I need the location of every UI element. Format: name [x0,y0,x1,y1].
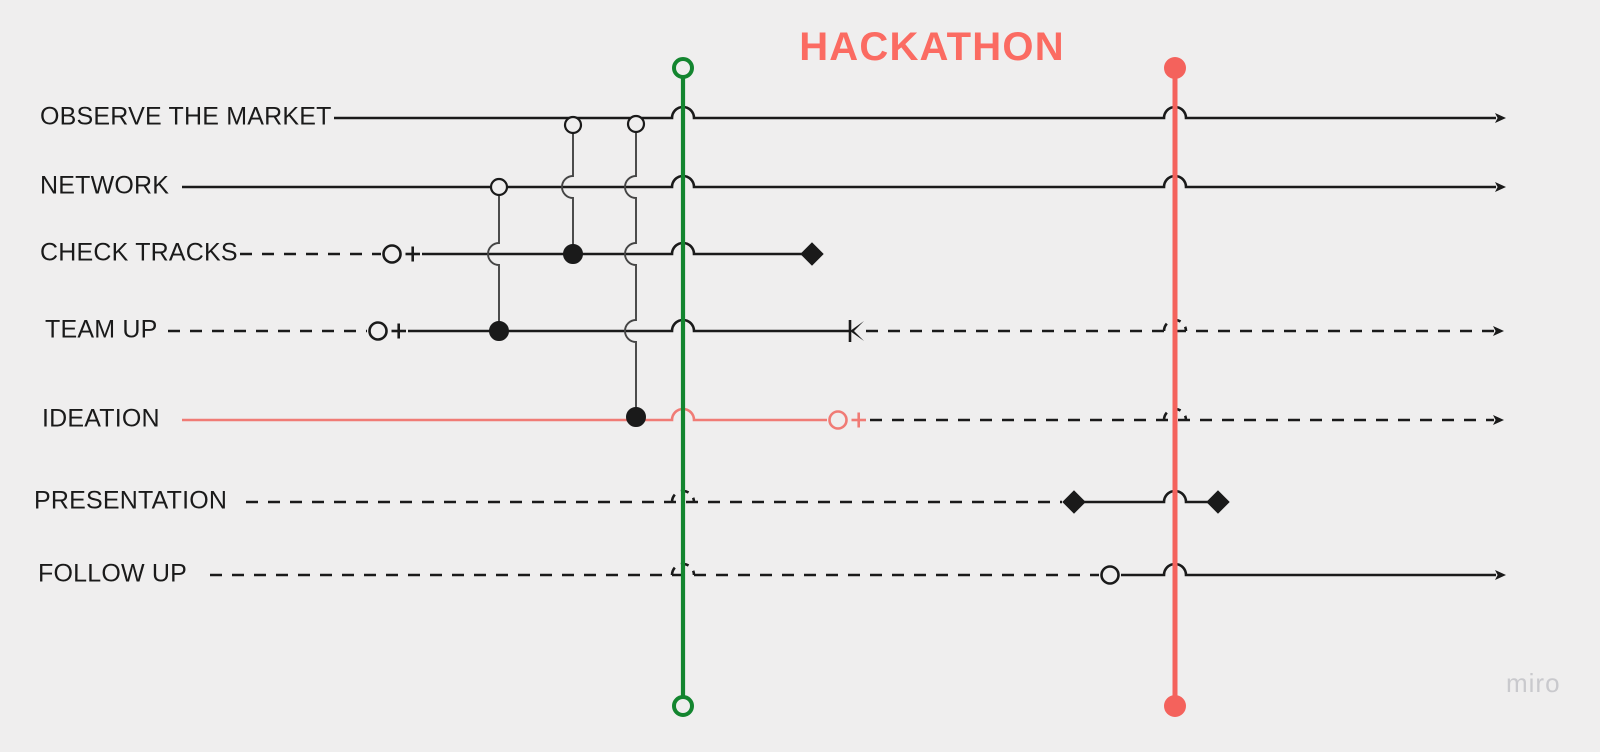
milestone-hackathon-end[interactable] [1164,57,1186,717]
connector [624,114,646,427]
timeline-row: CHECK TRACKS [40,239,824,267]
miro-watermark: miro [1506,668,1561,698]
timeline-row: NETWORK [40,172,1506,200]
milestone-top-hollow-circle[interactable] [672,57,694,79]
milestone-hackathon-start[interactable] [672,57,694,717]
connectors-layer [487,114,646,427]
connector-end-filled-circle [563,244,583,264]
connector-start-hollow-circle [626,114,646,134]
connector [487,177,509,341]
milestone-bottom-hollow-circle[interactable] [672,695,694,717]
row-line-solid [334,105,1506,123]
row-label-presentation: PRESENTATION [34,487,227,515]
connector [561,115,583,264]
timeline-row: PRESENTATION [34,487,1230,515]
start-marker-ideation-circle [828,410,848,430]
row-label-check-tracks: CHECK TRACKS [40,239,238,267]
milestone-bottom-filled-circle[interactable] [1164,695,1186,717]
connector-end-filled-circle [489,321,509,341]
row-label-team-up: TEAM UP [45,316,158,344]
row-label-follow-up: FOLLOW UP [38,560,187,588]
connector-line [487,187,500,331]
timeline-row: OBSERVE THE MARKET [40,103,1506,131]
timeline-row: IDEATION [42,405,1504,433]
rows-layer: OBSERVE THE MARKET NETWORK CHECK TRACKS TEA… [34,103,1506,588]
start-marker-team-up-circle [368,321,388,341]
connector-line [561,125,574,254]
connector-start-hollow-circle [563,115,583,135]
row-label-ideation: IDEATION [42,405,160,433]
connector-start-hollow-circle [489,177,509,197]
diagram-title: HACKATHON [799,25,1065,69]
start-marker-circle [1100,565,1120,585]
milestone-diamond-left [1062,490,1086,514]
row-line-solid [182,174,1506,192]
row-label-network: NETWORK [40,172,169,200]
milestone-diamond-right [1206,490,1230,514]
milestones-layer [672,57,1186,717]
start-marker-check-tracks-circle [382,244,402,264]
arrow-left-icon [850,321,864,341]
connector-line [624,124,637,417]
milestone-top-filled-circle[interactable] [1164,57,1186,79]
row-label-observe-the-market: OBSERVE THE MARKET [40,103,332,131]
connector-end-filled-circle [626,407,646,427]
milestone-diamond-end [800,242,824,266]
